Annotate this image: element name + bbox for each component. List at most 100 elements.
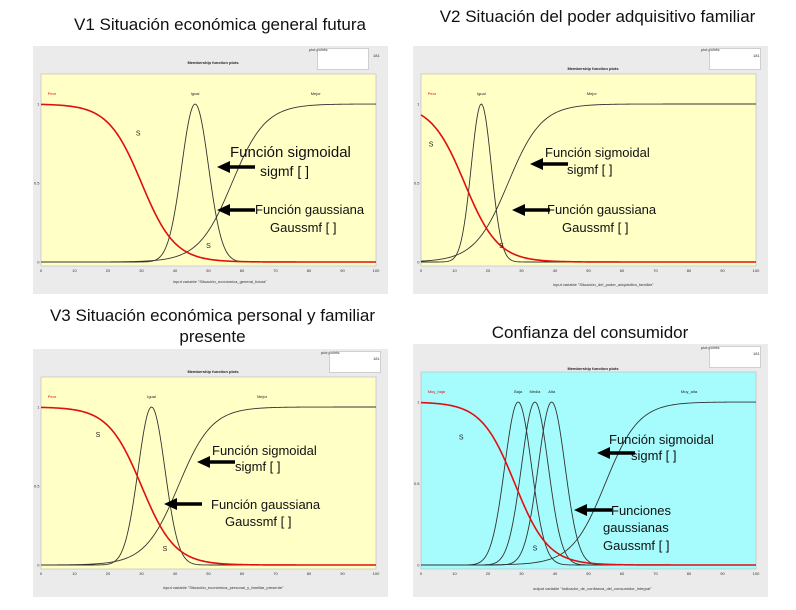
y-tick-label: 0.5 [414, 481, 420, 486]
plot-points-box[interactable] [709, 346, 761, 368]
fuzzy-editor-screen-confianza: plot points: 181 Membership function plo… [413, 344, 768, 597]
arrow-icon [512, 204, 550, 216]
arrow-icon [217, 161, 255, 173]
x-axis-label: input variable "Situación_económica_gene… [173, 279, 267, 284]
x-tick-label: 100 [753, 571, 760, 576]
curve-letter: S [499, 243, 504, 250]
mf-label: Peor [48, 394, 57, 399]
arrow-icon [597, 447, 635, 459]
sigmoid-annotation-fn: sigmf [ ] [235, 459, 281, 474]
gauss-annotation-name: Función gaussiana [211, 497, 321, 512]
plot-points-value: 181 [753, 53, 760, 58]
x-tick-label: 60 [240, 571, 245, 576]
curve-letter: S [96, 432, 101, 439]
x-tick-label: 0 [40, 571, 43, 576]
fuzzy-editor-screen-v3: plot points: 181 Membership function plo… [33, 349, 388, 597]
sigmoid-annotation-name: Función sigmoidal [609, 432, 714, 447]
x-tick-label: 10 [452, 571, 457, 576]
x-axis-label: output variable "Indicador_de_confianza_… [533, 586, 652, 591]
plot-points-value: 181 [373, 356, 380, 361]
plot-points-box[interactable] [709, 48, 761, 70]
x-tick-label: 80 [307, 571, 312, 576]
x-tick-label: 90 [720, 268, 725, 273]
gauss-annotation-name-2: gaussianas [603, 520, 669, 535]
x-tick-label: 50 [206, 571, 211, 576]
x-tick-label: 20 [486, 571, 491, 576]
x-tick-label: 60 [620, 571, 625, 576]
x-tick-label: 100 [373, 571, 380, 576]
mf-label: Baja [514, 389, 523, 394]
x-tick-label: 90 [340, 268, 345, 273]
x-tick-label: 10 [72, 571, 77, 576]
fuzzy-editor-screen-v1: plot points: 181 Membership function plo… [33, 46, 388, 294]
y-tick-label: 0 [417, 563, 420, 568]
mf-curve-peor [40, 406, 376, 566]
y-tick-label: 0.5 [34, 484, 40, 489]
plot-title: Membership function plots [567, 66, 619, 71]
x-tick-label: 70 [273, 268, 278, 273]
sigmoid-annotation-name: Función sigmoidal [230, 144, 351, 161]
panel-title-v1: V1 Situación económica general futura [73, 15, 366, 34]
x-tick-label: 0 [420, 571, 423, 576]
arrow-icon [164, 498, 202, 510]
sigmoid-annotation-fn: sigmf [ ] [567, 162, 613, 177]
gauss-annotation-fn: Gaussmf [ ] [603, 538, 670, 553]
sigmoid-annotation-fn: sigmf [ ] [631, 448, 677, 463]
x-tick-label: 90 [340, 571, 345, 576]
mf-label: Muy_alta [681, 389, 698, 394]
x-tick-label: 100 [753, 268, 760, 273]
panel-title-v3: V3 Situación económica personal y famili… [49, 306, 376, 346]
curve-letter: S [136, 131, 141, 138]
mf-label: Igual [191, 91, 200, 96]
gauss-annotation-name-1: Funciones [611, 503, 671, 518]
mf-label: Mejor [257, 394, 268, 399]
x-tick-label: 40 [553, 268, 558, 273]
x-tick-label: 50 [586, 268, 591, 273]
x-tick-label: 10 [452, 268, 457, 273]
x-tick-label: 20 [106, 268, 111, 273]
plot-points-label: plot points: [701, 47, 721, 52]
y-tick-label: 0.5 [34, 181, 40, 186]
mf-curve-peor [420, 114, 756, 263]
mf-curve-muy-baja [420, 401, 756, 566]
x-axis-label: input variable "Situación_del_poder_adqu… [553, 282, 654, 287]
x-axis-label: input variable "Situación_económica_pers… [163, 585, 284, 590]
x-tick-label: 10 [72, 268, 77, 273]
x-tick-label: 80 [687, 268, 692, 273]
x-tick-label: 70 [653, 571, 658, 576]
x-tick-label: 100 [373, 268, 380, 273]
y-tick-label: 0 [417, 260, 420, 265]
sigmoid-annotation-name: Función sigmoidal [545, 145, 650, 160]
plot-points-value: 181 [373, 53, 380, 58]
panel-title-confianza: Confianza del consumidor [491, 323, 689, 342]
plot-area [40, 73, 377, 267]
arrow-icon [530, 158, 568, 170]
plot-points-box[interactable] [329, 351, 381, 373]
mf-label: Muy_baja [428, 389, 446, 394]
y-tick-label: 0.5 [414, 181, 420, 186]
x-tick-label: 30 [519, 268, 524, 273]
gauss-annotation-name: Función gaussiana [255, 202, 365, 217]
curve-letter: S [429, 142, 434, 149]
y-tick-label: 1 [417, 102, 420, 107]
y-tick-label: 0 [37, 563, 40, 568]
y-tick-label: 1 [37, 102, 40, 107]
x-tick-label: 40 [173, 268, 178, 273]
y-tick-label: 0 [37, 260, 40, 265]
x-tick-label: 90 [720, 571, 725, 576]
mf-curve-muy-alta [421, 401, 756, 566]
mf-label: Igual [147, 394, 156, 399]
plot-title: Membership function plots [187, 369, 239, 374]
x-tick-label: 30 [139, 571, 144, 576]
mf-curve-mejor [420, 103, 756, 262]
mf-label: Mejor [311, 91, 322, 96]
x-tick-label: 60 [240, 268, 245, 273]
y-tick-label: 1 [417, 400, 420, 405]
plot-points-box[interactable] [317, 48, 369, 70]
plot-points-label: plot points: [701, 345, 721, 350]
plot-title: Membership function plots [187, 60, 239, 65]
plot-points-value: 181 [753, 351, 760, 356]
sigmoid-annotation-name: Función sigmoidal [212, 443, 317, 458]
